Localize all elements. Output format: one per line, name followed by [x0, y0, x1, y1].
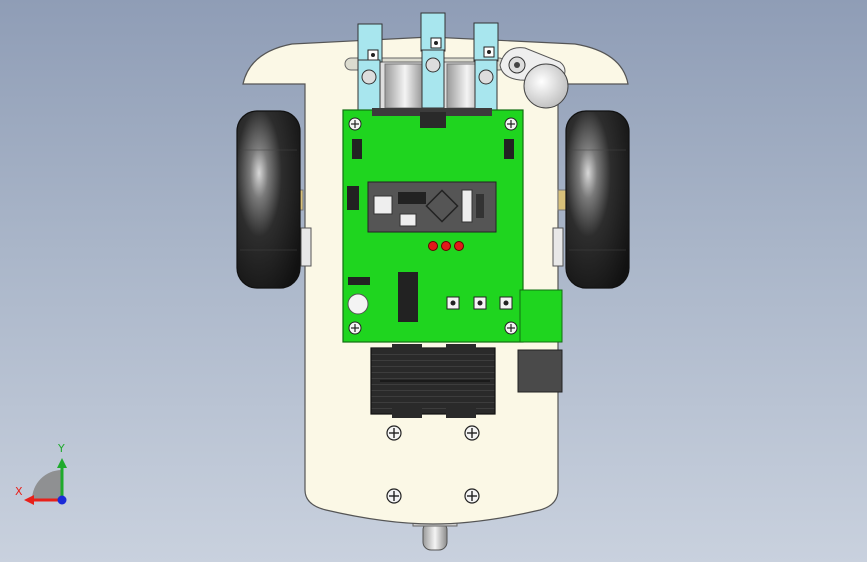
- y-axis-label: Y: [58, 442, 65, 455]
- power-switch: [517, 349, 563, 393]
- ir-sensor-center: [420, 12, 446, 109]
- left-wheel: [236, 110, 312, 289]
- front-caster: [499, 47, 569, 109]
- x-axis-label: X: [15, 485, 23, 498]
- chassis-screws: [386, 425, 480, 504]
- ir-sensor-left: [357, 23, 383, 111]
- ir-sensor-right: [473, 22, 499, 111]
- battery-holder: [370, 344, 496, 418]
- axis-triad: [24, 458, 67, 505]
- right-wheel: [552, 110, 630, 289]
- control-pcb[interactable]: [342, 108, 563, 343]
